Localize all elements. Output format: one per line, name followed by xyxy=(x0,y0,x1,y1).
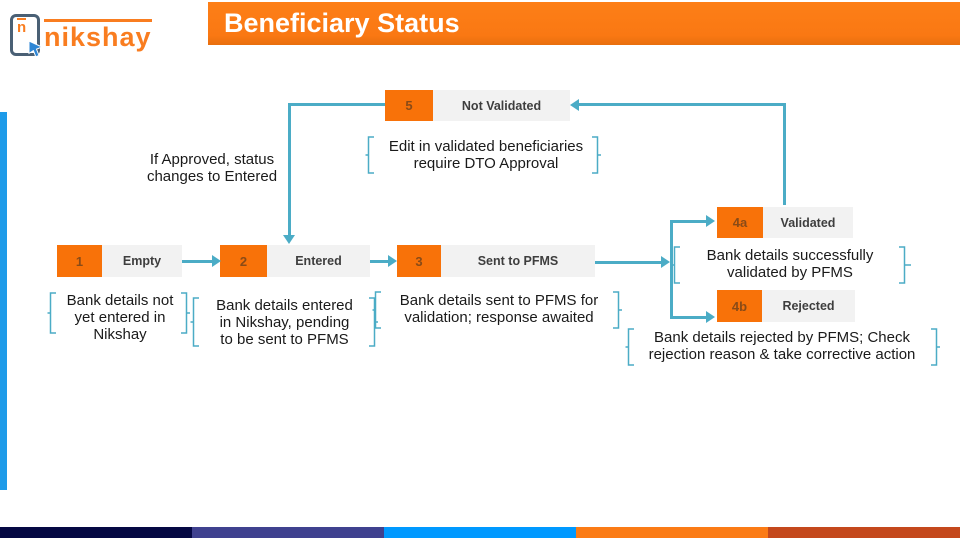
brand-text: nikshay xyxy=(44,18,152,52)
status-number: 4a xyxy=(717,207,763,238)
arrowhead-into-not-validated-icon xyxy=(570,99,579,111)
right-bracket-icon xyxy=(899,246,911,284)
arrowhead-1-to-2-icon xyxy=(212,255,221,267)
connector-3-to-junction xyxy=(595,261,661,264)
arrowhead-into-rejected-icon xyxy=(706,311,715,323)
bottom-decoration-bar xyxy=(0,527,960,538)
right-bracket-icon xyxy=(592,136,601,174)
note-rejected: Bank details rejected by PFMS; Check rej… xyxy=(648,329,916,363)
status-label: Rejected xyxy=(762,290,855,322)
left-bracket-icon xyxy=(372,291,381,329)
status-number: 5 xyxy=(385,90,433,121)
left-bracket-icon xyxy=(671,246,680,284)
title-banner: Beneficiary Status xyxy=(208,2,960,45)
status-number: 4b xyxy=(717,290,762,322)
status-label: Validated xyxy=(763,207,853,238)
status-box-entered: 2 Entered xyxy=(220,245,370,277)
right-bracket-icon xyxy=(613,291,622,329)
status-label: Not Validated xyxy=(433,90,570,121)
arrowhead-into-entered-icon xyxy=(283,235,295,244)
connector-1-to-2 xyxy=(182,260,212,263)
status-box-not-validated: 5 Not Validated xyxy=(385,90,570,121)
connector-4a-to-5-horizontal xyxy=(579,103,786,106)
bottom-bar-segment xyxy=(384,527,576,538)
arrowhead-2-to-3-icon xyxy=(388,255,397,267)
status-box-validated: 4a Validated xyxy=(717,207,853,238)
connector-junction-to-4b xyxy=(670,316,706,319)
bottom-bar-segment xyxy=(192,527,384,538)
left-bracket-icon xyxy=(47,292,56,334)
note-if-approved: If Approved, status changes to Entered xyxy=(146,151,278,185)
note-empty: Bank details not yet entered in Nikshay xyxy=(66,292,174,343)
status-box-sent-to-pfms: 3 Sent to PFMS xyxy=(397,245,595,277)
left-bracket-icon xyxy=(190,297,199,347)
status-number: 3 xyxy=(397,245,441,277)
status-label: Empty xyxy=(102,245,182,277)
status-label: Entered xyxy=(267,245,370,277)
note-entered: Bank details entered in Nikshay, pending… xyxy=(216,297,353,348)
arrowhead-into-validated-icon xyxy=(706,215,715,227)
page-title: Beneficiary Status xyxy=(224,8,460,38)
connector-junction-vertical xyxy=(670,220,673,319)
arrowhead-3-to-junction-icon xyxy=(661,256,670,268)
cursor-icon xyxy=(28,41,44,58)
connector-2-to-3 xyxy=(370,260,388,263)
bottom-bar-segment xyxy=(768,527,960,538)
connector-5-to-2-vertical xyxy=(288,103,291,235)
status-label: Sent to PFMS xyxy=(441,245,595,277)
status-box-rejected: 4b Rejected xyxy=(717,290,855,322)
left-bracket-icon xyxy=(625,328,634,366)
bottom-bar-segment xyxy=(576,527,768,538)
right-bracket-icon xyxy=(181,292,190,334)
tablet-icon: n xyxy=(10,14,44,58)
right-bracket-icon xyxy=(931,328,940,366)
nikshay-logo: n nikshay xyxy=(10,10,180,60)
connector-4a-to-5-vertical xyxy=(783,103,786,205)
status-number: 2 xyxy=(220,245,267,277)
note-edit-validated: Edit in validated beneficiaries require … xyxy=(388,138,584,172)
status-number: 1 xyxy=(57,245,102,277)
left-accent-bar xyxy=(0,112,7,490)
note-validated: Bank details successfully validated by P… xyxy=(706,247,874,281)
bottom-bar-segment xyxy=(0,527,192,538)
connector-junction-to-4a xyxy=(670,220,706,223)
connector-5-to-2-horizontal xyxy=(290,103,385,106)
left-bracket-icon xyxy=(365,136,374,174)
note-sent-to-pfms: Bank details sent to PFMS for validation… xyxy=(399,292,599,326)
status-box-empty: 1 Empty xyxy=(57,245,182,277)
